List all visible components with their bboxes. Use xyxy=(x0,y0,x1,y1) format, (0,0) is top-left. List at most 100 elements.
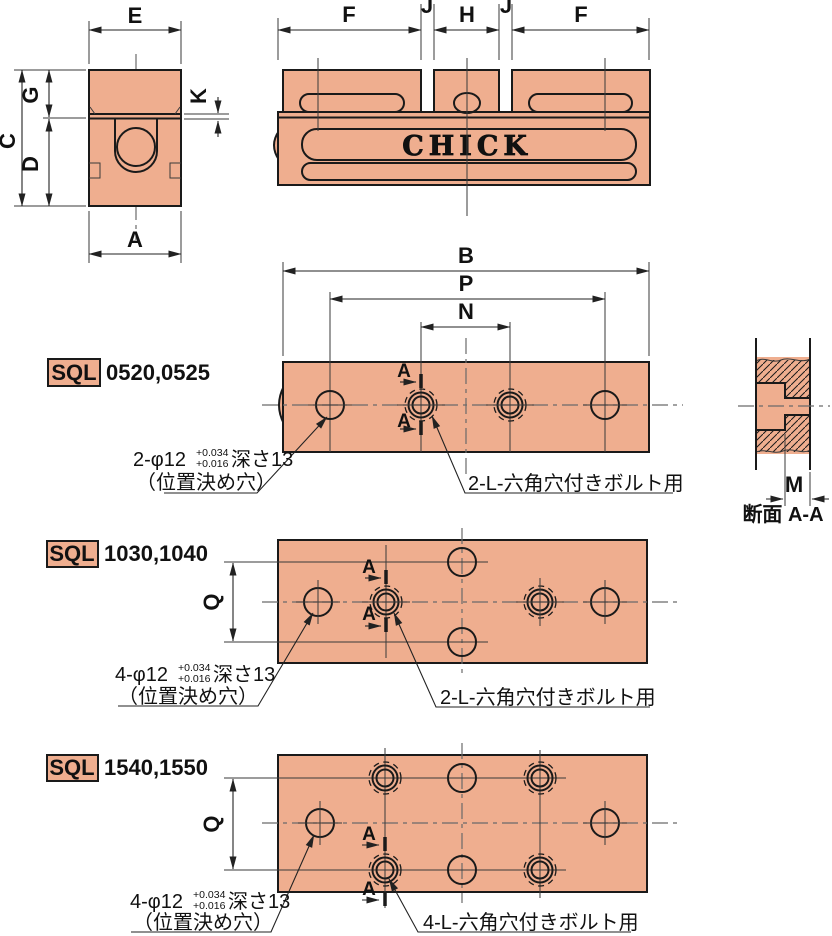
side-notch xyxy=(89,162,101,179)
section-mark-a: A A xyxy=(362,824,387,906)
body-outline xyxy=(277,111,651,186)
note-bolt-holes: 4-L-六角穴付きボルト用 xyxy=(423,911,639,934)
note-hole-name: （位置決め穴） xyxy=(133,911,273,934)
section-marker-label: A xyxy=(362,824,376,845)
dimension-label-f: F xyxy=(574,2,587,27)
counterbore-hole xyxy=(486,388,534,422)
note-positioning-holes: 2-φ12 +0.034 +0.016 深さ13 （位置決め穴） xyxy=(133,447,293,494)
right-jaw xyxy=(511,69,651,113)
leader-line xyxy=(131,834,315,933)
positioning-hole xyxy=(447,547,477,577)
dimension-label-b: B xyxy=(458,243,474,268)
dimension-label-a: A xyxy=(127,227,143,252)
model-codes: 1540,1550 xyxy=(104,755,208,780)
model-badge xyxy=(46,754,99,782)
body-slot xyxy=(301,128,637,161)
model-codes: 1030,1040 xyxy=(104,541,208,566)
leader-line xyxy=(388,878,631,933)
brand-logo: CHICK xyxy=(402,131,532,162)
dimension-label-g: G xyxy=(18,86,43,103)
dimension-label-d: D xyxy=(18,156,43,172)
dimension-label-j: J xyxy=(421,0,433,18)
break-line xyxy=(755,449,811,453)
dimension-label-n: N xyxy=(458,299,474,324)
dimension-label-c: C xyxy=(0,133,20,149)
note-hole-name: （位置決め穴） xyxy=(118,685,258,708)
dimension-label-p: P xyxy=(459,271,474,296)
note-prefix: 4-φ12 xyxy=(115,664,168,686)
section-marker-label: A xyxy=(397,361,411,382)
positioning-hole xyxy=(583,580,627,624)
side-view: E C G D A K xyxy=(0,3,229,263)
note-positioning-holes: 4-φ12 +0.034 +0.016 深さ13 （位置決め穴） xyxy=(130,889,290,934)
part-outline xyxy=(88,69,182,207)
break-line xyxy=(755,358,811,362)
counterbore-hole xyxy=(397,388,445,422)
note-tolerance-lower: +0.016 xyxy=(193,900,226,912)
positioning-hole xyxy=(447,763,477,793)
hatch-lower xyxy=(756,415,810,452)
leader-line xyxy=(393,612,650,708)
note-tolerance-upper: +0.034 xyxy=(196,447,229,459)
dimension-label-e: E xyxy=(128,3,143,28)
dimension-label-k: K xyxy=(186,88,211,104)
positioning-hole xyxy=(583,390,627,420)
note-tolerance-lower: +0.016 xyxy=(196,458,229,470)
section-marker-label: A xyxy=(362,557,376,578)
positioning-hole xyxy=(447,855,477,885)
note-positioning-holes: 4-φ12 +0.034 +0.016 深さ13 （位置決め穴） xyxy=(115,662,275,708)
section-mark-a: A A xyxy=(397,361,423,435)
clamp-slot xyxy=(114,119,158,173)
note-suffix: 深さ13 xyxy=(213,663,275,686)
counterbore-hole xyxy=(523,853,557,887)
section-view-a-a: M 断面 A-A xyxy=(738,338,830,526)
section-marker-label: A xyxy=(362,879,376,900)
dimension-label-h: H xyxy=(459,2,475,27)
top-view-sql-1030-1040: SQL 1030,1040 Q A xyxy=(46,528,680,709)
top-view-sql-1540-1550: SQL 1540,1550 Q xyxy=(46,743,680,934)
model-badge xyxy=(46,540,99,568)
hatch-upper xyxy=(756,360,810,398)
chamfer-mark xyxy=(89,106,96,115)
top-view-sql-0520-0525: SQL 0520,0525 B P N A xyxy=(47,243,684,495)
side-notch xyxy=(169,162,181,179)
counterbore-hole xyxy=(516,578,564,626)
note-tolerance-lower: +0.016 xyxy=(178,673,211,685)
positioning-hole xyxy=(583,801,627,845)
positioning-hole xyxy=(298,801,342,845)
note-suffix: 深さ13 xyxy=(228,890,290,913)
note-bolt-holes: 2-L-六角穴付きボルト用 xyxy=(440,686,656,709)
section-mark-a: A A xyxy=(362,557,388,632)
jaw-slot xyxy=(299,93,405,113)
dimension-label-f: F xyxy=(342,2,355,27)
body-slot xyxy=(301,162,637,181)
model-series: SQL xyxy=(49,755,94,780)
counterbore-profile xyxy=(756,382,810,431)
section-marker-label: A xyxy=(362,604,376,625)
note-prefix: 2-φ12 xyxy=(133,449,186,471)
counterbore-hole xyxy=(368,761,402,795)
model-series: SQL xyxy=(51,360,96,385)
counterbore-hole xyxy=(523,761,557,795)
model-series: SQL xyxy=(49,541,94,566)
dimension-label-q: Q xyxy=(199,593,224,610)
left-jaw xyxy=(282,69,422,113)
positioning-hole xyxy=(447,627,477,657)
counterbore-hole xyxy=(368,853,402,887)
chamfer-mark xyxy=(174,106,181,115)
leader-line xyxy=(164,416,328,494)
note-suffix: 深さ13 xyxy=(231,448,293,471)
note-tolerance-upper: +0.034 xyxy=(193,889,226,901)
model-badge xyxy=(47,358,101,387)
front-view: CHICK F J H J F xyxy=(273,0,651,216)
note-hole-name: （位置決め穴） xyxy=(136,471,276,494)
note-bolt-holes: 2-L-六角穴付きボルト用 xyxy=(468,472,684,495)
dimension-label-j: J xyxy=(500,0,512,18)
positioning-hole xyxy=(308,390,352,420)
section-title: 断面 A-A xyxy=(742,502,823,526)
leader-line xyxy=(431,415,673,494)
positioning-hole xyxy=(296,580,340,624)
leader-line xyxy=(118,612,314,707)
